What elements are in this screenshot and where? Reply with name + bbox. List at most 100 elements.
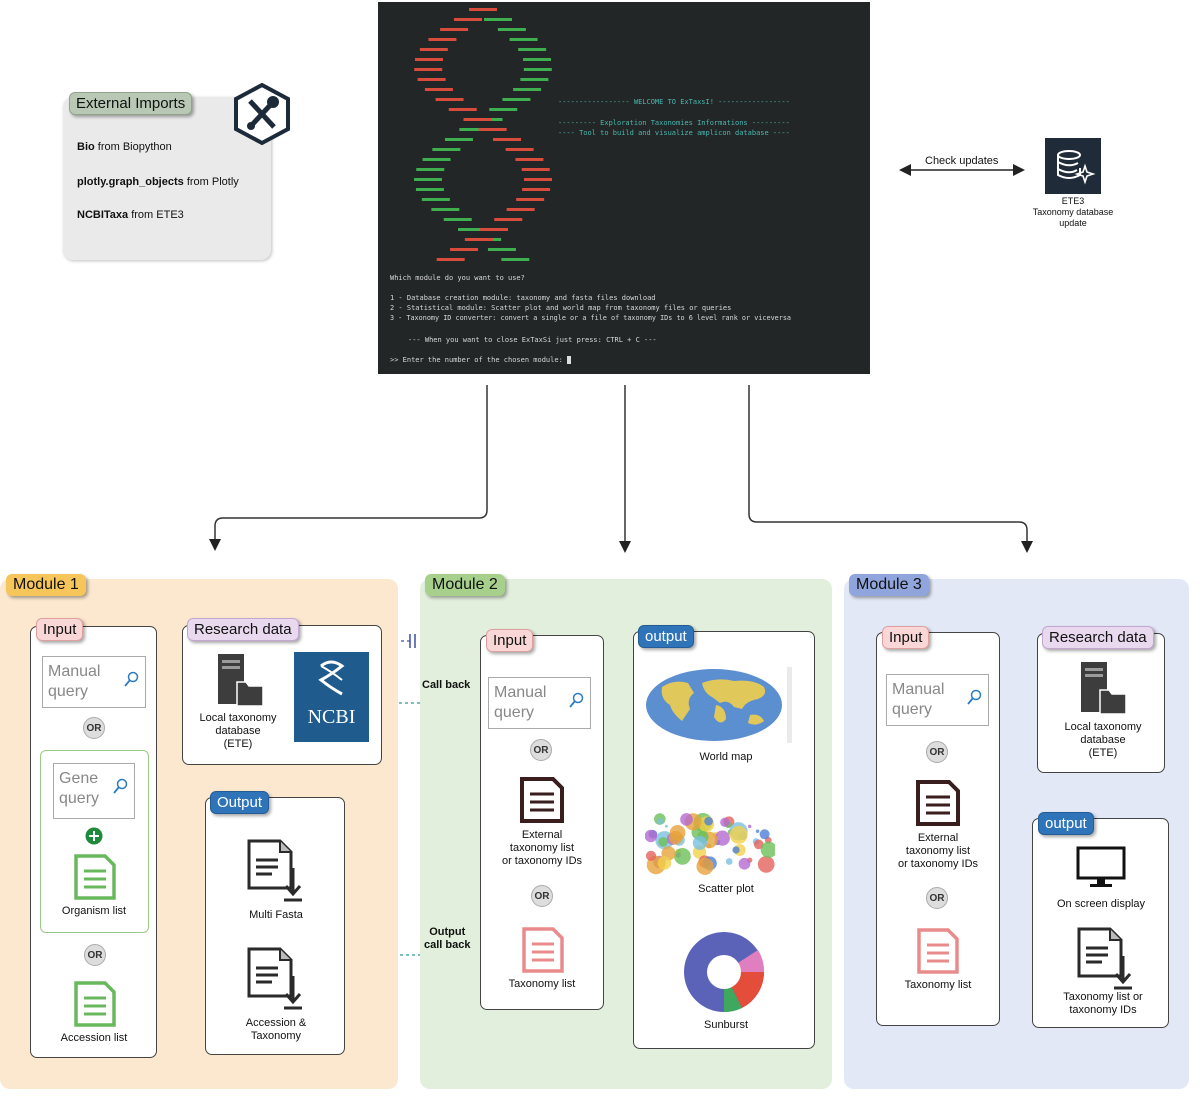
module3-manual-query-input[interactable]: Manual query xyxy=(886,674,989,726)
scatter-bubble xyxy=(725,858,733,865)
helix-segment xyxy=(505,148,534,151)
ncbi-logo: NCBI xyxy=(294,652,369,742)
terminal-window: ----------------- WELCOME TO ExTaxsI! --… xyxy=(378,2,870,374)
helix-segment xyxy=(440,28,469,31)
module3-research-tag: Research data xyxy=(1042,626,1154,649)
search-icon xyxy=(113,778,128,794)
or-badge: OR xyxy=(530,739,552,761)
accession-taxonomy-label: Accession & Taxonomy xyxy=(245,1017,307,1042)
search-icon xyxy=(967,689,982,705)
scatter-bubble xyxy=(669,824,686,841)
world-map-label: World map xyxy=(699,751,753,763)
helix-segment xyxy=(494,218,523,221)
plus-icon xyxy=(85,827,103,845)
sunburst-label: Sunburst xyxy=(703,1019,749,1031)
module1-title: Module 1 xyxy=(6,574,86,596)
helix-segment xyxy=(450,248,479,251)
helix-segment xyxy=(516,198,545,201)
helix-segment xyxy=(523,178,552,181)
helix-segment xyxy=(444,138,473,141)
external-list-doc-icon xyxy=(520,777,564,823)
module1-manual-query-input[interactable]: Manual query xyxy=(42,656,146,708)
module3-taxonomy-list-label: Taxonomy list xyxy=(904,979,972,991)
scatter-bubble xyxy=(714,830,730,846)
monitor-icon xyxy=(1076,846,1126,887)
multi-fasta-doc-download-icon xyxy=(247,839,302,902)
helix-segment xyxy=(518,48,547,51)
scatter-plot-label: Scatter plot xyxy=(698,883,754,895)
accession-taxonomy-doc-download-icon xyxy=(247,947,302,1010)
multi-fasta-label: Multi Fasta xyxy=(249,909,303,921)
helix-segment xyxy=(424,88,453,91)
scatter-bubble xyxy=(738,857,751,870)
or-badge: OR xyxy=(84,944,106,966)
scatter-bubble xyxy=(656,818,663,825)
server-folder-icon xyxy=(218,654,264,707)
or-badge: OR xyxy=(926,887,948,909)
module3-local-db-label: Local taxonomy database (ETE) xyxy=(1064,721,1142,759)
helix-segment xyxy=(416,168,445,171)
helix-segment xyxy=(493,138,522,141)
module2-external-list-label: External taxonomy list or taxonomy IDs xyxy=(501,829,583,867)
helix-segment xyxy=(509,38,538,41)
world-map-thumbnail xyxy=(646,667,792,743)
import-item-bio: Bio from Biopython xyxy=(77,141,172,153)
organism-list-doc-icon xyxy=(74,854,116,900)
module2-manual-query-input[interactable]: Manual query xyxy=(488,677,591,729)
helix-segment xyxy=(414,68,443,71)
helix-segment xyxy=(523,58,552,61)
helix-segment xyxy=(487,248,516,251)
taxonomy-list-doc-icon xyxy=(522,927,564,973)
or-badge: OR xyxy=(531,885,553,907)
module3-title: Module 3 xyxy=(849,574,929,596)
helix-segment xyxy=(428,38,457,41)
scatter-bubble xyxy=(760,841,775,858)
arrow-terminal-module3 xyxy=(748,385,1033,553)
terminal-banner-line2: --------- Exploration Taxonomies Informa… xyxy=(558,119,790,127)
helix-segment xyxy=(522,188,551,191)
scatter-bubble xyxy=(692,835,708,851)
external-list-doc-icon xyxy=(916,780,960,826)
database-sparkle-icon xyxy=(1045,138,1101,194)
helix-segment xyxy=(435,98,464,101)
module1-gene-query-input[interactable]: Gene query xyxy=(53,763,135,819)
taxonomy-output-doc-download-icon xyxy=(1077,927,1132,990)
helix-segment xyxy=(478,128,507,131)
terminal-banner-line3: ---- Tool to build and visualize amplico… xyxy=(558,129,790,137)
helix-segment xyxy=(419,48,448,51)
accession-list-label: Accession list xyxy=(60,1032,128,1044)
helix-segment xyxy=(432,148,461,151)
helix-segment xyxy=(415,188,444,191)
module3-output-card xyxy=(1032,818,1169,1028)
helix-segment xyxy=(417,78,446,81)
helix-segment xyxy=(523,68,552,71)
search-icon xyxy=(569,692,584,708)
or-badge: OR xyxy=(926,741,948,763)
helix-segment xyxy=(431,208,460,211)
check-updates-label: Check updates xyxy=(925,155,999,167)
helix-segment xyxy=(414,58,443,61)
helix-segment xyxy=(484,18,513,21)
scatter-bubble xyxy=(664,824,668,828)
helix-segment xyxy=(506,208,535,211)
taxonomy-output-label: Taxonomy list or taxonomy IDs xyxy=(1063,991,1143,1016)
terminal-option1: 1 - Database creation module: taxonomy a… xyxy=(390,294,656,302)
scatter-bubble xyxy=(645,829,658,843)
helix-segment xyxy=(436,258,465,261)
gene-organism-group xyxy=(40,750,149,933)
module2-taxonomy-list-label: Taxonomy list xyxy=(508,978,576,990)
scatter-bubble xyxy=(747,824,752,829)
terminal-close-hint: --- When you want to close ExTaxSi just … xyxy=(408,336,657,344)
helix-segment xyxy=(421,198,450,201)
module2-title: Module 2 xyxy=(425,574,505,596)
terminal-prompt[interactable]: >> Enter the number of the chosen module… xyxy=(390,356,572,364)
module3-input-tag: Input xyxy=(882,626,930,649)
module1-output-tag: Output xyxy=(210,791,270,814)
helix-segment xyxy=(489,108,518,111)
dna-helix-art xyxy=(414,8,552,261)
helix-segment xyxy=(469,8,497,11)
scatter-bubble xyxy=(753,839,764,850)
helix-segment xyxy=(448,108,477,111)
module1-research-tag: Research data xyxy=(187,618,299,641)
external-imports-title: External Imports xyxy=(69,92,193,115)
